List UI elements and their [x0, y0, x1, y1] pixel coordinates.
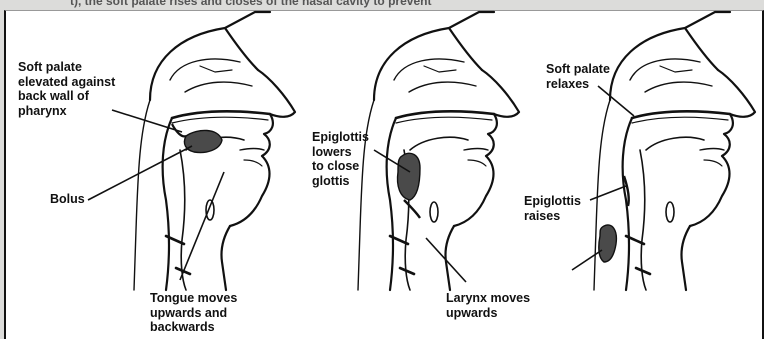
- label-epiglottis-lowers: Epiglottis lowers to close glottis: [312, 130, 369, 188]
- label-line: Epiglottis: [312, 130, 369, 145]
- label-line: raises: [524, 209, 581, 224]
- leader-bolus-stage-3: [572, 250, 602, 270]
- label-line: Bolus: [50, 192, 85, 207]
- label-line: Tongue moves: [150, 291, 237, 306]
- bolus-shape-stage-2: [398, 153, 421, 200]
- label-line: glottis: [312, 174, 369, 189]
- head-stage-3: [594, 12, 755, 290]
- label-tongue-moves: Tongue moves upwards and backwards: [150, 291, 237, 335]
- bolus-shape-stage-1: [184, 130, 222, 152]
- label-line: backwards: [150, 320, 237, 335]
- label-soft-palate-elevated: Soft palate elevated against back wall o…: [18, 60, 115, 118]
- label-line: lowers: [312, 145, 369, 160]
- label-line: to close: [312, 159, 369, 174]
- head-stage-2: [358, 12, 519, 290]
- label-soft-palate-relaxes: Soft palate relaxes: [546, 62, 610, 91]
- label-epiglottis-raises: Epiglottis raises: [524, 194, 581, 223]
- label-line: Epiglottis: [524, 194, 581, 209]
- leader-tongue-moves: [180, 172, 224, 280]
- bolus-shape-stage-3: [599, 225, 617, 262]
- head-stage-1: [134, 12, 295, 290]
- label-line: upwards and: [150, 306, 237, 321]
- label-line: back wall of: [18, 89, 115, 104]
- label-line: Soft palate: [18, 60, 115, 75]
- leader-epiglottis-raises: [590, 186, 626, 200]
- epiglottis-stage-2: [404, 200, 420, 218]
- label-line: upwards: [446, 306, 530, 321]
- label-line: elevated against: [18, 75, 115, 90]
- label-bolus: Bolus: [50, 192, 85, 207]
- label-line: pharynx: [18, 104, 115, 119]
- label-line: Soft palate: [546, 62, 610, 77]
- label-line: Larynx moves: [446, 291, 530, 306]
- label-line: relaxes: [546, 77, 610, 92]
- label-larynx-moves: Larynx moves upwards: [446, 291, 530, 320]
